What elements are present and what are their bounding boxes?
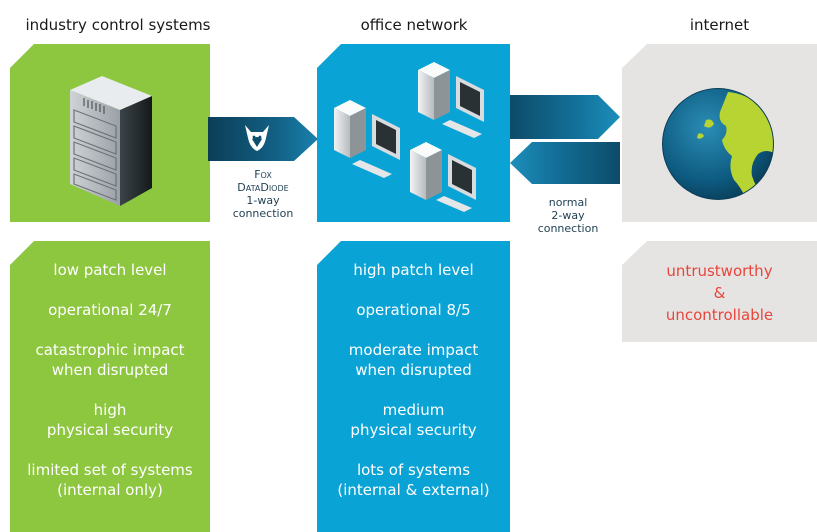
fox-icon: [245, 125, 269, 151]
diode-label-line2: DataDiode: [237, 181, 289, 194]
internet-bottom-panel: [622, 241, 817, 342]
office-bottom-panel: [317, 241, 510, 532]
ics-patch-level: low patch level: [53, 261, 167, 279]
internet-line-3: uncontrollable: [665, 306, 774, 324]
normal-label-line1: normal: [548, 196, 588, 209]
ics-impact-1: catastrophic impact: [35, 341, 185, 359]
ics-systems-2: (internal only): [57, 481, 163, 499]
internet-line-1: untrustworthy: [666, 262, 773, 280]
globe-icon: [662, 88, 774, 200]
ics-operational: operational 24/7: [48, 301, 172, 319]
diode-label-line4: connection: [232, 207, 294, 220]
office-operational: operational 8/5: [356, 301, 471, 319]
normal-label-line3: connection: [537, 222, 599, 235]
diode-label: Fox DataDiode 1-way connection: [210, 168, 316, 220]
outbound-arrow: [510, 95, 620, 139]
ics-security-2: physical security: [46, 421, 174, 439]
server-rack-icon: [70, 76, 152, 206]
office-impact-1: moderate impact: [348, 341, 479, 359]
computer-2: [334, 100, 400, 178]
office-list: high patch level operational 8/5 moderat…: [317, 260, 510, 500]
normal-label: normal 2-way connection: [516, 196, 620, 235]
internet-text: untrustworthy & uncontrollable: [622, 260, 817, 326]
office-systems-2: (internal & external): [337, 481, 490, 499]
office-title: office network: [360, 16, 468, 34]
ics-bottom-panel: [10, 241, 210, 532]
internet-line-2: &: [713, 284, 726, 302]
computer-1: [418, 62, 484, 138]
ics-title: industry control systems: [25, 16, 211, 34]
office-impact-2: when disrupted: [355, 361, 472, 379]
ics-impact-2: when disrupted: [51, 361, 169, 379]
internet-title: internet: [689, 16, 750, 34]
ics-systems-1: limited set of systems: [27, 461, 193, 479]
office-security-1: medium: [382, 401, 445, 419]
ics-list: low patch level operational 24/7 catastr…: [10, 260, 210, 500]
computers-icon: [334, 62, 484, 212]
office-systems-1: lots of systems: [356, 461, 471, 479]
inbound-arrow: [510, 142, 620, 184]
computer-3: [410, 142, 476, 212]
diode-label-line1: Fox: [254, 168, 272, 181]
diode-label-line3: 1-way: [246, 194, 280, 207]
office-patch-level: high patch level: [353, 261, 474, 279]
ics-security-1: high: [93, 401, 127, 419]
office-security-2: physical security: [350, 421, 477, 439]
normal-label-line2: 2-way: [551, 209, 585, 222]
